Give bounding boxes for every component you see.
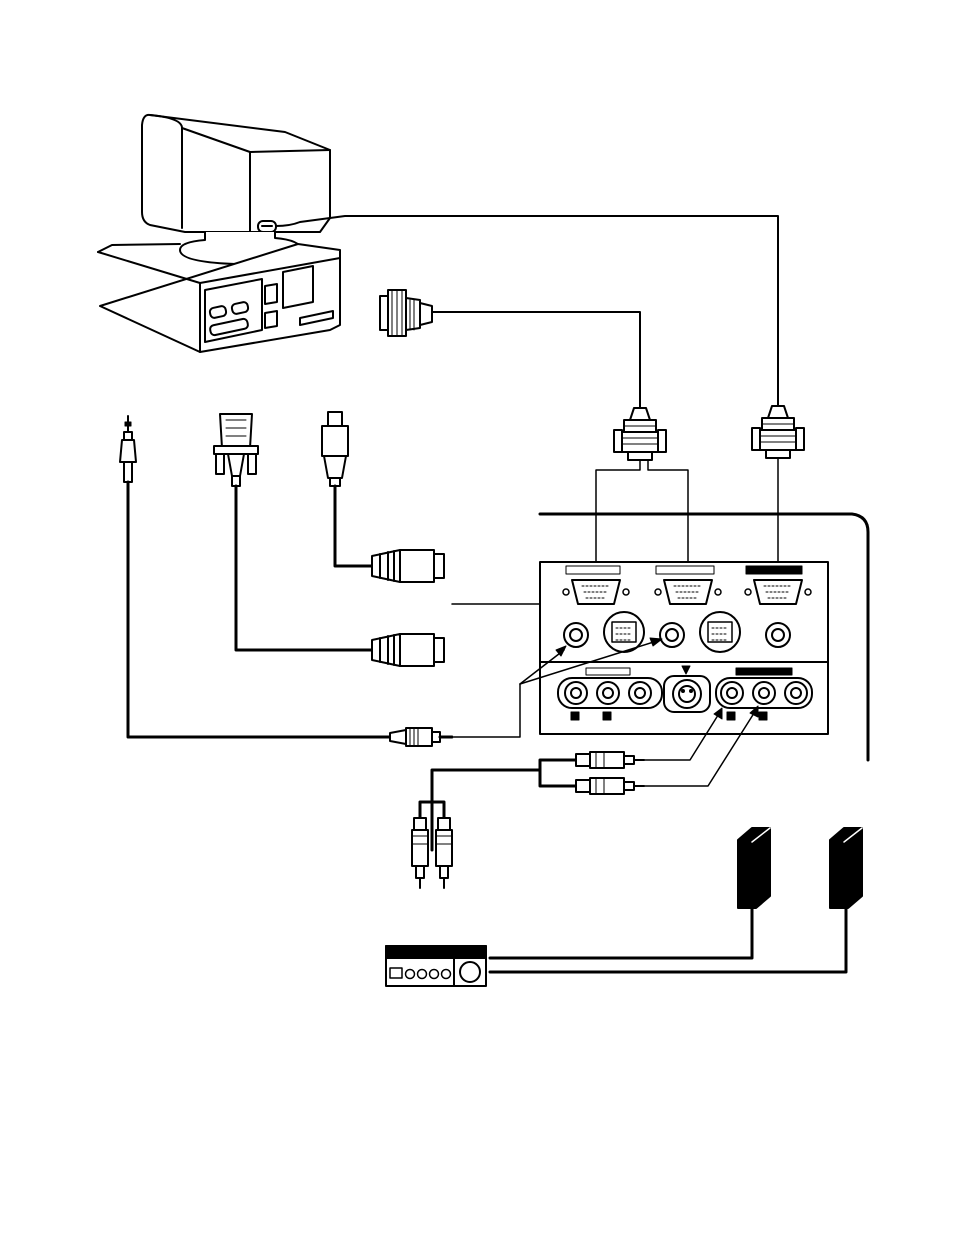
adb-plug (322, 412, 348, 486)
stereo-mini-plug (120, 416, 136, 482)
cable-vga-upper (432, 312, 640, 410)
vga-plug-lower-left (614, 408, 666, 460)
cable-adb (335, 486, 378, 566)
amplifier-icon (386, 946, 486, 986)
mini-plug-to-panel (390, 728, 452, 746)
speaker-right-icon (830, 828, 862, 908)
computer-icon (98, 115, 340, 352)
vga-plug-lower-right (752, 406, 804, 458)
adapter-plug-lower (372, 634, 444, 666)
cable-audio-mini (128, 482, 390, 737)
adapter-plug-upper (372, 550, 444, 582)
cable-amp-to-speaker-right (490, 908, 846, 972)
terminal-panel-icon (540, 562, 828, 734)
vga-plug-upper (380, 290, 432, 336)
cable-dsub (236, 486, 378, 650)
rca-pin-plug-pair (412, 752, 644, 888)
cable-to-input2 (648, 460, 688, 576)
cable-amp-to-speaker-left (490, 908, 752, 958)
cable-to-input1 (596, 460, 640, 576)
speaker-left-icon (738, 828, 770, 908)
dsub-15-pin-plug (214, 414, 258, 486)
lead-audio-in (454, 684, 520, 737)
